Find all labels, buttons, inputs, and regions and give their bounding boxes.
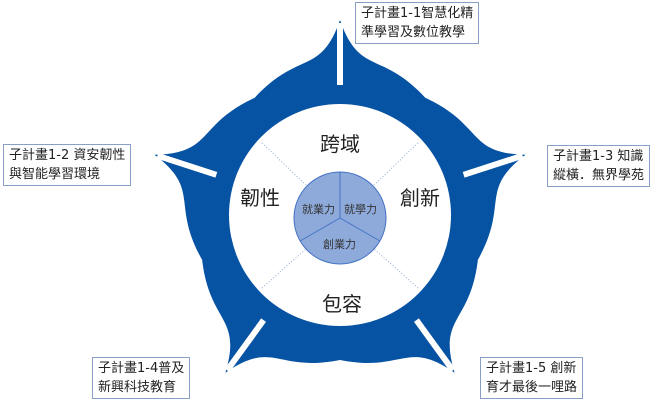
core-label-employment: 就業力: [302, 203, 335, 216]
star-slots: [156, 23, 524, 373]
subproject-1-1-box: 子計畫1-1智慧化精準學習及數位教學: [355, 2, 480, 44]
box-line: 子計畫1-2 資安韌性: [9, 148, 126, 163]
box-line: 與智能學習環境: [9, 167, 101, 182]
box-line: 子計畫1-3 知識: [553, 149, 644, 164]
box-line: 子計畫1-4普及: [98, 361, 185, 376]
subproject-1-3-box: 子計畫1-3 知識縱橫．無界學苑: [547, 145, 651, 187]
star-slot: [156, 152, 218, 178]
star-slot: [224, 318, 267, 373]
subproject-1-5-box: 子計畫1-5 創新育才最後一哩路: [480, 357, 584, 399]
ring-label-top: 跨域: [320, 132, 360, 156]
ring-label-left: 韌性: [240, 186, 280, 210]
star-slot: [462, 152, 524, 178]
ring-label-bottom: 包容: [322, 292, 362, 316]
subproject-1-2-box: 子計畫1-2 資安韌性與智能學習環境: [3, 144, 132, 186]
star-slot: [413, 318, 456, 373]
ring-label-right: 創新: [400, 186, 440, 210]
ring-dividers: [261, 142, 419, 289]
core-label-study: 就學力: [344, 203, 377, 216]
box-line: 準學習及數位教學: [361, 25, 466, 40]
box-line: 縱橫．無界學苑: [553, 168, 645, 183]
box-line: 子計畫1-1智慧化精: [361, 6, 474, 21]
box-line: 子計畫1-5 創新: [486, 361, 577, 376]
core-dividers: [299, 172, 381, 242]
subproject-1-4-box: 子計畫1-4普及新興科技教育: [92, 357, 191, 399]
box-line: 新興科技教育: [98, 380, 177, 395]
box-line: 育才最後一哩路: [486, 380, 578, 395]
core-label-startup: 創業力: [323, 238, 356, 251]
